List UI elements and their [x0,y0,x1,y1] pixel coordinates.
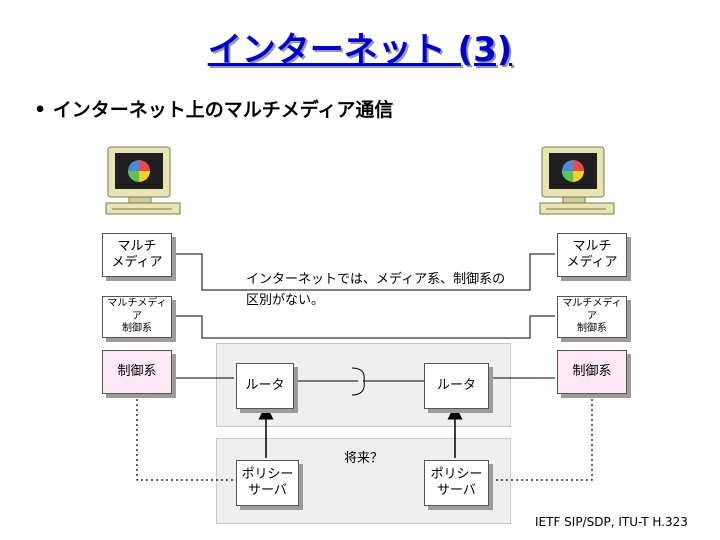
computer-icon [105,146,181,215]
left-mm-control-box: マルチメディア 制御系 [102,296,172,338]
right-policy-server-box: ポリシー サーバ [424,460,489,506]
link-bracket [351,367,365,396]
right-router-box: ルータ [424,363,489,409]
slide-title: インターネット (3) [207,30,513,70]
left-policy-server-box: ポリシー サーバ [236,460,299,506]
right-media-box: マルチ メディア [557,233,627,277]
future-label: 将来？ [344,451,384,466]
bullet-text: • インターネット上のマルチメディア通信 [34,99,394,121]
right-dotted-line [489,394,593,481]
mm-control-line [172,315,555,339]
computer-icon [539,146,615,215]
right-mm-control-box: マルチメディア 制御系 [557,296,627,338]
left-control-box: 制御系 [102,350,172,394]
left-router-box: ルータ [236,363,294,409]
network-note: インターネットでは、メディア系、制御系の 区別がない。 [246,272,506,308]
media-line [172,253,555,291]
left-dotted-line [136,394,234,481]
right-control-box: 制御系 [557,350,627,394]
left-media-box: マルチ メディア [102,233,172,277]
footer-reference: IETF SIP/SDP, ITU-T H.323 [535,515,688,529]
